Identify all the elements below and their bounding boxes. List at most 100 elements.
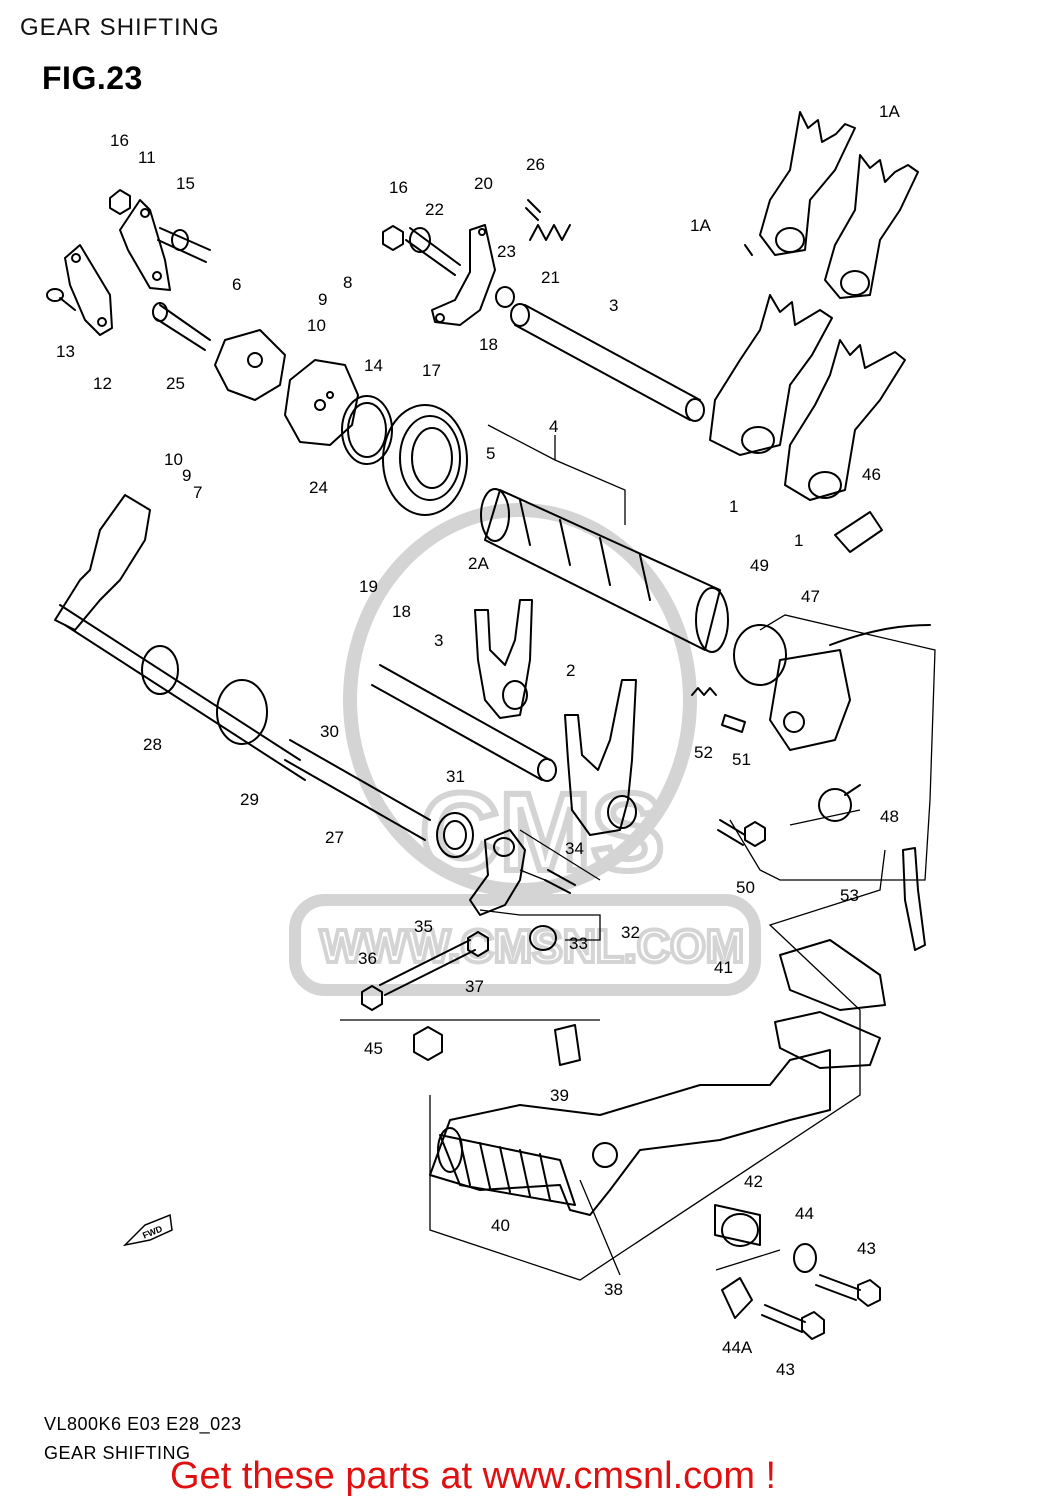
tie-rod-35: [379, 939, 476, 996]
callout-label: 32: [621, 923, 640, 942]
callout-label: 13: [56, 342, 75, 361]
callout-label: 1: [794, 531, 803, 550]
gear-position-switch-47: [769, 624, 931, 751]
callout-label: 28: [143, 735, 162, 754]
oil-seal-31: [436, 812, 474, 858]
shift-fork-1-right: [784, 339, 906, 501]
page-header-title: GEAR SHIFTING: [20, 14, 220, 41]
clamp-53: [902, 847, 926, 951]
callout-label: 46: [862, 465, 881, 484]
bushing-42: [714, 1204, 761, 1247]
callout-label: 44: [795, 1204, 814, 1223]
footrest-rubber-40: [437, 1127, 576, 1206]
spring-21: [529, 224, 571, 241]
callout-label: 12: [93, 374, 112, 393]
callout-label: 53: [840, 886, 859, 905]
callout-label: 21: [541, 268, 560, 287]
plate-12: [64, 244, 113, 336]
callout-label: 5: [486, 444, 495, 463]
callout-label: 20: [474, 174, 493, 193]
callout-label: 43: [776, 1360, 795, 1379]
washer-44: [793, 1243, 817, 1273]
callout-label: 39: [550, 1086, 569, 1105]
callout-label: 1A: [879, 102, 900, 121]
shift-fork-1-left: [709, 294, 833, 456]
cam-driven-gear-24: [284, 359, 359, 446]
callout-label: 25: [166, 374, 185, 393]
oring-49: [733, 624, 787, 686]
shift-fork-1a-lower: [824, 154, 919, 299]
bolt-34: [544, 869, 576, 894]
callout-label: 9: [318, 290, 327, 309]
callout-label: 42: [744, 1172, 763, 1191]
screw-13: [46, 288, 76, 311]
callout-label: 30: [320, 722, 339, 741]
gearshift-lever-28: [54, 494, 306, 781]
callout-label: 10: [307, 316, 326, 335]
leader-lines: [340, 424, 936, 1281]
callout-label: 50: [736, 878, 755, 897]
bolt-43-lower: [761, 1304, 825, 1340]
gearshift-arm-32: [469, 829, 526, 916]
plate-46: [834, 511, 883, 553]
gearshift-arm-20: [431, 224, 496, 326]
plate-11: [119, 199, 171, 291]
callout-label: 52: [694, 743, 713, 762]
watermark-logo-text: CMS: [420, 771, 664, 894]
oil-seal-14: [341, 395, 393, 465]
callout-label: 10: [164, 450, 183, 469]
callout-label: 8: [343, 273, 352, 292]
callout-label: 18: [392, 602, 411, 621]
callout-label: 16: [110, 131, 129, 150]
callout-label: 45: [364, 1039, 383, 1058]
callout-label: 23: [497, 242, 516, 261]
gearshift-shaft-27: [284, 739, 431, 841]
callout-label: 9: [182, 466, 191, 485]
callout-label: 29: [240, 790, 259, 809]
bolt-26: [525, 199, 541, 221]
spring-52: [691, 687, 717, 696]
sensor-48: [818, 784, 861, 822]
callout-labels: 1A 1A 16 11 15 13 12 6 8 9 10 25 16 22 2…: [56, 102, 900, 1379]
nut-36: [361, 985, 383, 1011]
footer-model-code: VL800K6 E03 E28_023: [44, 1414, 242, 1434]
callout-label: 37: [465, 977, 484, 996]
footer-title: GEAR SHIFTING: [44, 1443, 191, 1463]
callout-label: 36: [358, 949, 377, 968]
callout-label: 38: [604, 1280, 623, 1299]
nut-16-left: [109, 189, 131, 215]
callout-label: 3: [434, 631, 443, 650]
callout-label: 43: [857, 1239, 876, 1258]
callout-label: 34: [565, 839, 584, 858]
callout-label: 26: [526, 155, 545, 174]
collar-39: [554, 1024, 581, 1066]
callout-label: 49: [750, 556, 769, 575]
callout-label: 1A: [690, 216, 711, 235]
callout-label: 22: [425, 200, 444, 219]
pedal-pad-lower: [774, 1011, 881, 1069]
callout-label: 33: [569, 934, 588, 953]
callout-label: 40: [491, 1216, 510, 1235]
callout-label: 18: [479, 335, 498, 354]
callout-label: 48: [880, 807, 899, 826]
shaft-22: [405, 227, 461, 276]
callout-label: 47: [801, 587, 820, 606]
stud-15: [157, 227, 211, 263]
callout-label: 3: [609, 296, 618, 315]
shift-fork-2a: [474, 599, 533, 719]
callout-label: 51: [732, 750, 751, 769]
callout-label: 7: [193, 483, 202, 502]
shift-fork-2: [564, 679, 637, 836]
washer-23: [495, 286, 515, 308]
callout-label: 11: [138, 148, 156, 167]
promo-link[interactable]: Get these parts at www.cmsnl.com !: [170, 1455, 777, 1497]
callout-label: 14: [364, 356, 383, 375]
fork-shaft-3-lower: [371, 664, 557, 782]
cam-stopper-6: [214, 329, 286, 401]
gearshift-cam-drum: [480, 488, 729, 653]
fork-shaft-3-upper: [510, 303, 705, 422]
bearing-17: [382, 404, 468, 516]
footrest-bracket-38: [429, 1049, 831, 1216]
nut-37: [467, 931, 489, 957]
